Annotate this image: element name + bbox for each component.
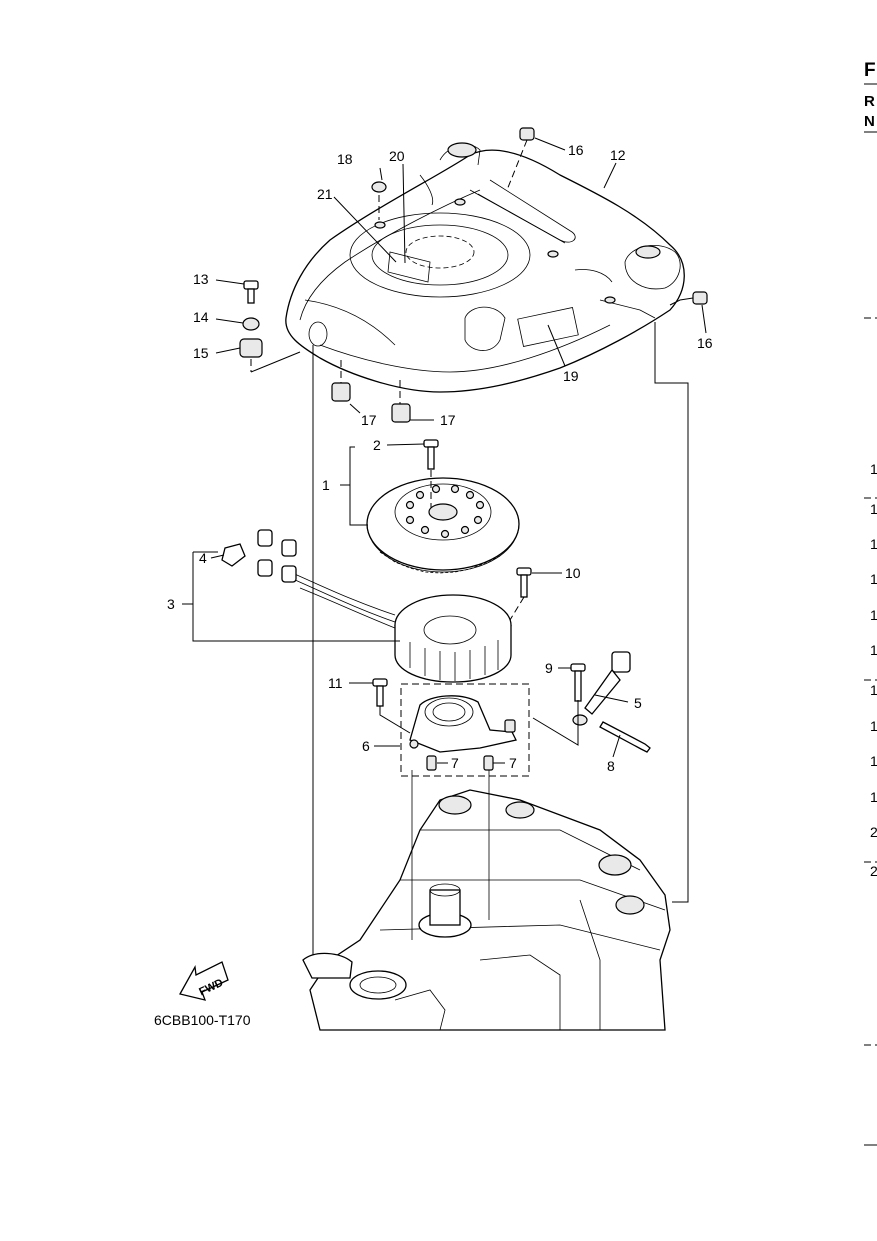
callout-6: 6 — [362, 738, 370, 754]
drawing-code: 6CBB100-T170 — [154, 1012, 251, 1028]
edge-row-7: 1 — [870, 682, 877, 698]
callout-4: 4 — [199, 550, 207, 566]
edge-row-6: 1 — [870, 642, 877, 658]
callout-14: 14 — [193, 309, 209, 325]
flywheel-cover — [285, 142, 685, 393]
callout-13: 13 — [193, 271, 209, 287]
grommet-16-right — [669, 291, 708, 306]
grommet-17-left — [331, 382, 351, 402]
callout-2: 2 — [373, 437, 381, 453]
collar-14 — [242, 317, 260, 331]
callout-11: 11 — [328, 675, 343, 691]
edge-row-9: 1 — [870, 753, 877, 769]
callout-18: 18 — [337, 151, 353, 167]
edge-row-5: 1 — [870, 607, 877, 623]
assembly-lines — [182, 322, 689, 955]
callout-10: 10 — [565, 565, 581, 581]
edge-row-11: 2 — [870, 824, 877, 840]
callout-5: 5 — [634, 695, 642, 711]
grommet-15 — [239, 338, 301, 373]
callout-21: 21 — [317, 186, 333, 202]
right-edge-fragment: F R N 1 1 1 1 1 1 1 1 1 1 2 2 — [864, 60, 877, 1146]
callout-15: 15 — [193, 345, 209, 361]
forward-arrow: FWD — [179, 961, 229, 1001]
edge-row-1: 1 — [870, 461, 877, 477]
bolt-9 — [532, 663, 586, 746]
edge-header-f: F — [864, 60, 876, 81]
edge-row-2: 1 — [870, 501, 877, 517]
bolt-10 — [509, 567, 532, 621]
callout-16-right: 16 — [697, 335, 713, 351]
coupler-connector — [257, 529, 297, 583]
callout-7-left: 7 — [451, 755, 459, 771]
leader-lines — [210, 137, 707, 764]
engine-block — [302, 789, 671, 1031]
callout-7-right: 7 — [509, 755, 517, 771]
callout-17-right: 17 — [440, 412, 456, 428]
sensor-5 — [572, 651, 631, 726]
bolt-11 — [372, 678, 411, 734]
callout-20: 20 — [389, 148, 405, 164]
callout-19: 19 — [563, 368, 579, 384]
dowel-7-right — [483, 755, 494, 771]
edge-row-8: 1 — [870, 718, 877, 734]
stator-assembly — [289, 571, 512, 683]
grommet-17-right — [391, 403, 411, 423]
callout-9: 9 — [545, 660, 553, 676]
cap-18 — [371, 181, 387, 220]
bolt-2 — [423, 439, 439, 508]
callout-3: 3 — [167, 596, 175, 612]
callout-1: 1 — [322, 477, 330, 493]
bolt-13 — [243, 280, 259, 304]
grommet-16-top — [506, 127, 535, 191]
callout-labels: 1 2 3 4 5 6 7 7 8 9 10 11 12 13 14 15 16… — [167, 142, 713, 774]
callout-8: 8 — [607, 758, 615, 774]
pulser-coil-bracket — [400, 683, 530, 777]
callout-12: 12 — [610, 147, 626, 163]
edge-row-3: 1 — [870, 536, 877, 552]
flywheel-magneto — [366, 477, 520, 574]
edge-header-n: N — [864, 113, 875, 130]
edge-row-12: 2 — [870, 863, 877, 879]
edge-row-4: 1 — [870, 571, 877, 587]
callout-17-left: 17 — [361, 412, 377, 428]
tie-8 — [599, 721, 651, 753]
clamp-4 — [221, 543, 246, 567]
dowel-7-left — [426, 755, 437, 771]
callout-16-top: 16 — [568, 142, 584, 158]
edge-header-r: R — [864, 93, 875, 110]
edge-row-10: 1 — [870, 789, 877, 805]
